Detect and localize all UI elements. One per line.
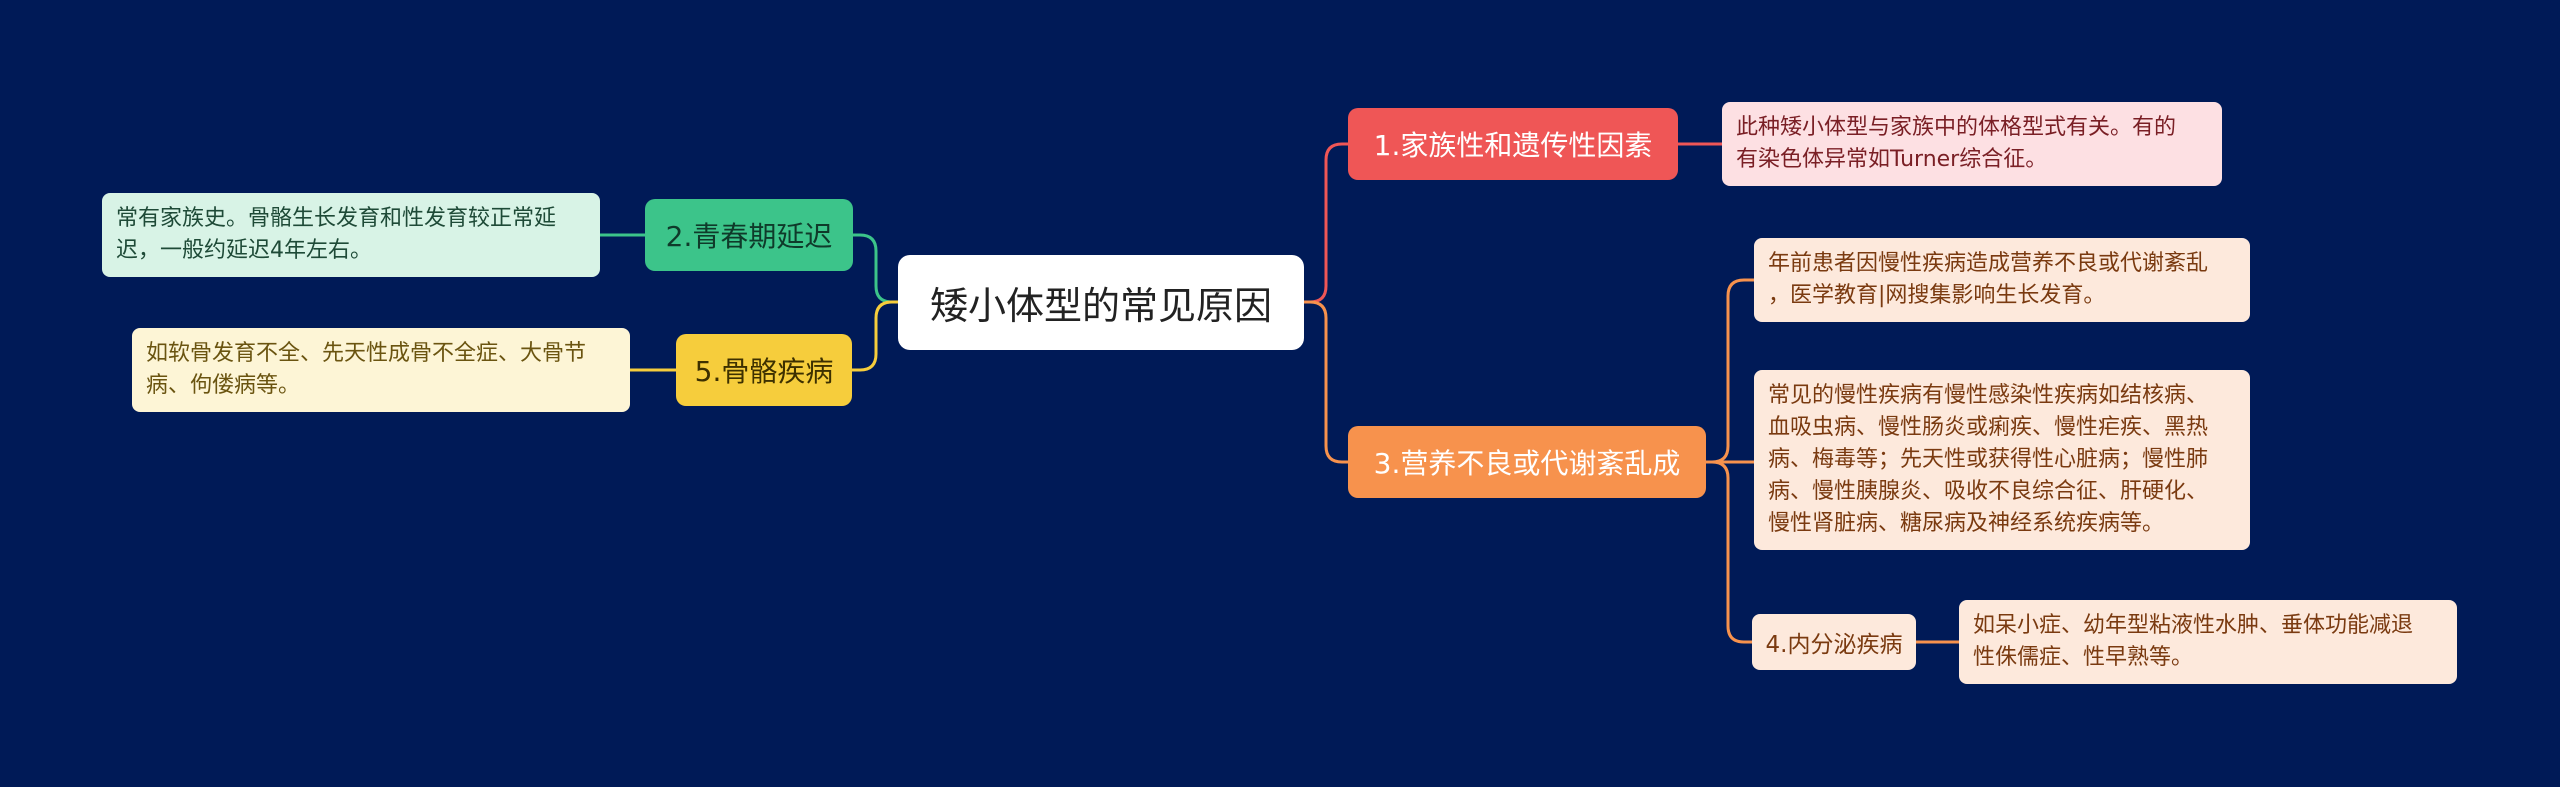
note-endocrine[interactable]: 如呆小症、幼年型粘液性水肿、垂体功能减退 性侏儒症、性早熟等。 <box>1959 600 2457 684</box>
root-title: 矮小体型的常见原因 <box>929 284 1272 328</box>
note-line: 慢性肾脏病、糖尿病及神经系统疾病等。 <box>1768 511 2165 536</box>
branch-label: 3.营养不良或代谢紊乱成 <box>1373 447 1681 480</box>
note-line: 有染色体异常如Turner综合征。 <box>1736 147 2048 172</box>
note-line: 血吸虫病、慢性肠炎或痢疾、慢性疟疾、黑热 <box>1768 415 2209 440</box>
note-nutrition-common-diseases[interactable]: 常见的慢性疾病有慢性感染性疾病如结核病、 血吸虫病、慢性肠炎或痢疾、慢性疟疾、黑… <box>1754 370 2250 550</box>
branch-family-genetic[interactable]: 1.家族性和遗传性因素 <box>1348 108 1678 180</box>
note-line: 病、慢性胰腺炎、吸收不良综合征、肝硬化、 <box>1768 479 2209 504</box>
subbranch-label: 4.内分泌疾病 <box>1765 632 1903 658</box>
branch-label: 2.青春期延迟 <box>665 220 833 253</box>
note-line: 性侏儒症、性早熟等。 <box>1973 645 2194 670</box>
subbranch-endocrine[interactable]: 4.内分泌疾病 <box>1752 614 1916 670</box>
connector-root-puberty <box>853 233 898 304</box>
note-line: 迟，一般约延迟4年左右。 <box>116 238 372 263</box>
root-topic[interactable]: 矮小体型的常见原因 <box>898 255 1304 350</box>
note-line: 病、梅毒等；先天性或获得性心脏病；慢性肺 <box>1768 447 2209 472</box>
connector-nutrition-endo <box>1706 460 1752 644</box>
note-bone-disease[interactable]: 如软骨发育不全、先天性成骨不全症、大骨节 病、佝偻病等。 <box>132 328 630 412</box>
note-line: ，医学教育|网搜集影响生长发育。 <box>1768 283 2106 308</box>
connector-nutrition-note1 <box>1706 278 1754 464</box>
note-family-genetic[interactable]: 此种矮小体型与家族中的体格型式有关。有的 有染色体异常如Turner综合征。 <box>1722 102 2222 186</box>
branch-puberty-delay[interactable]: 2.青春期延迟 <box>645 199 853 271</box>
note-line: 此种矮小体型与家族中的体格型式有关。有的 <box>1736 115 2177 140</box>
note-line: 如呆小症、幼年型粘液性水肿、垂体功能减退 <box>1973 613 2414 638</box>
connector-root-family <box>1304 142 1348 304</box>
note-line: 如软骨发育不全、先天性成骨不全症、大骨节 <box>146 341 587 366</box>
note-line: 病、佝偻病等。 <box>146 373 301 398</box>
note-line: 常有家族史。骨骼生长发育和性发育较正常延 <box>116 206 557 231</box>
note-line: 常见的慢性疾病有慢性感染性疾病如结核病、 <box>1768 383 2209 408</box>
connector-root-nutrition <box>1304 300 1348 464</box>
branch-bone-disease[interactable]: 5.骨骼疾病 <box>676 334 852 406</box>
branch-nutrition-metabolism[interactable]: 3.营养不良或代谢紊乱成 <box>1348 426 1706 498</box>
branch-label: 1.家族性和遗传性因素 <box>1373 129 1653 162</box>
branch-label: 5.骨骼疾病 <box>694 355 834 388</box>
note-line: 年前患者因慢性疾病造成营养不良或代谢紊乱 <box>1768 251 2209 276</box>
note-puberty-delay[interactable]: 常有家族史。骨骼生长发育和性发育较正常延 迟，一般约延迟4年左右。 <box>102 193 600 277</box>
connector-root-bone <box>852 300 898 372</box>
note-nutrition-chronic-disease[interactable]: 年前患者因慢性疾病造成营养不良或代谢紊乱 ，医学教育|网搜集影响生长发育。 <box>1754 238 2250 322</box>
